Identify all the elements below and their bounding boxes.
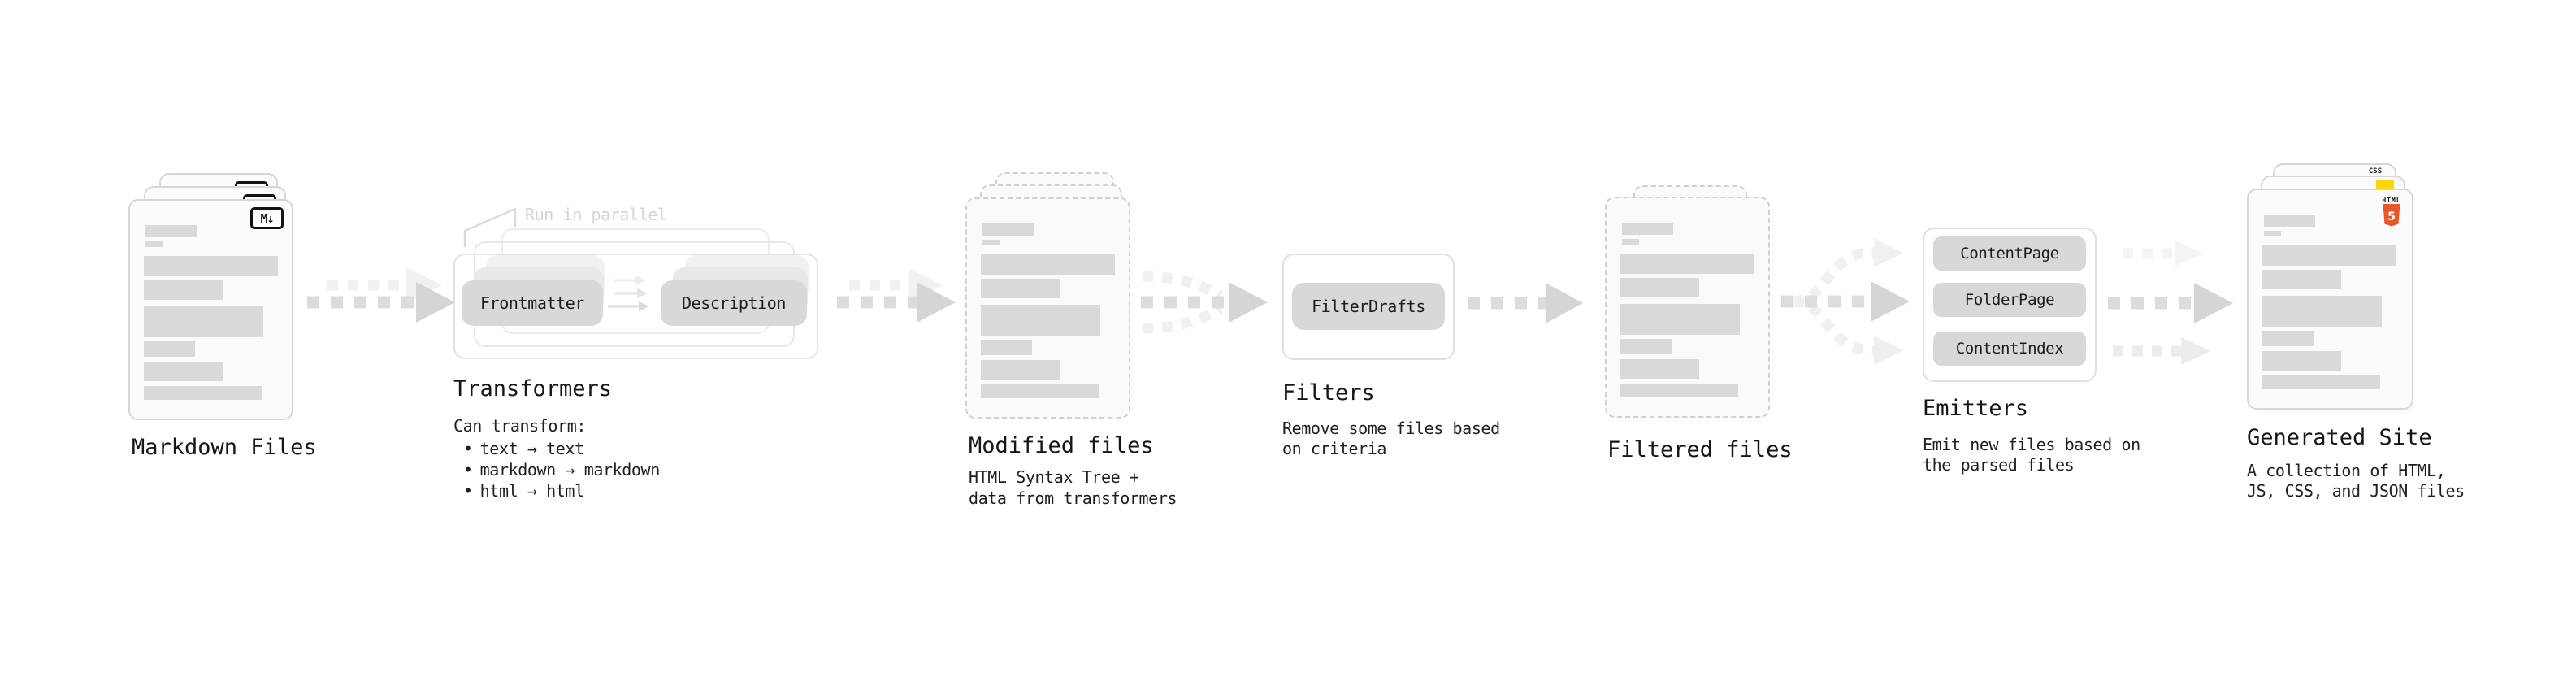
- bullet-glyph: •: [463, 460, 473, 479]
- arrowhead: [917, 282, 956, 323]
- css-icon-text: CSS: [2368, 167, 2383, 176]
- text-line-bar: [981, 279, 1060, 298]
- stage-emitters: ContentPage FolderPage ContentIndex Emit…: [1923, 228, 2231, 488]
- html5-icon: HTML 5: [2381, 197, 2402, 230]
- stage-title-emitters: Emitters: [1923, 396, 2029, 421]
- text-line-bar: [145, 241, 163, 247]
- text-line-bar: [981, 384, 1099, 398]
- text-line-bar: [144, 341, 195, 357]
- markdown-icon: M↓: [250, 207, 284, 229]
- html5-shield-shape: [2383, 204, 2400, 227]
- contentindex-pill: ContentIndex: [1933, 332, 2086, 366]
- run-in-parallel-label: Run in parallel: [525, 205, 667, 224]
- doc-placeholder-bars: [2249, 190, 2412, 408]
- js-icon: [2376, 180, 2394, 189]
- stage-filters: FilterDrafts Filters Remove some files b…: [1282, 254, 1591, 481]
- bullet-glyph: •: [463, 481, 473, 501]
- frontmatter-pill: Frontmatter: [462, 280, 603, 326]
- stage-modified-files: Modified files HTML Syntax Tree + data f…: [965, 172, 1290, 514]
- html5-shield: 5: [2383, 204, 2400, 227]
- ghost-arrowhead: [1874, 336, 1903, 365]
- transformers-desc-heading: Can transform:: [453, 416, 586, 436]
- stage-title-modified-files: Modified files: [969, 433, 1154, 458]
- filtered-file-card-front: [1605, 197, 1770, 418]
- generated-desc-line: JS, CSS, and JSON files: [2247, 481, 2465, 501]
- text-line-bar: [144, 362, 223, 381]
- bullet-glyph: •: [463, 439, 473, 458]
- transformers-bullet: • text → text: [453, 439, 584, 458]
- text-line-bar: [981, 305, 1100, 336]
- transformers-bullet: • markdown → markdown: [453, 460, 660, 479]
- ghost-arrowhead: [909, 268, 943, 302]
- text-line-bar: [1620, 339, 1672, 354]
- stage-title-markdown-files: Markdown Files: [132, 435, 317, 460]
- text-line-bar: [1620, 254, 1754, 274]
- stage-generated-site: CSS HTML 5: [2247, 161, 2572, 518]
- description-pill: Description: [661, 280, 807, 326]
- text-line-bar: [1622, 239, 1639, 245]
- text-line-bar: [981, 340, 1032, 355]
- text-line-bar: [2264, 215, 2315, 227]
- modified-file-card-front: [965, 197, 1130, 419]
- text-line-bar: [2264, 231, 2281, 236]
- ghost-arrowhead: [1874, 238, 1903, 267]
- filterdrafts-pill: FilterDrafts: [1292, 283, 1445, 330]
- stage-filtered-files: Filtered files: [1605, 185, 1849, 494]
- text-line-bar: [2262, 270, 2341, 289]
- text-line-bar: [2262, 375, 2380, 389]
- text-line-bar: [144, 306, 263, 337]
- doc-placeholder-bars: [967, 199, 1129, 417]
- generated-desc-line: A collection of HTML,: [2247, 461, 2446, 480]
- emitters-desc-line: the parsed files: [1923, 455, 2075, 475]
- contentpage-pill: ContentPage: [1933, 236, 2086, 271]
- text-line-bar: [1620, 304, 1740, 335]
- flow-arrow-transformers-to-modified: [837, 268, 956, 323]
- html5-icon-text: HTML: [2382, 197, 2401, 204]
- text-line-bar: [2262, 245, 2396, 266]
- folderpage-pill: FolderPage: [1933, 283, 2086, 317]
- emitters-desc-line: Emit new files based on: [1923, 435, 2140, 454]
- text-line-bar: [1622, 223, 1673, 235]
- text-line-bar: [1620, 359, 1699, 379]
- markdown-file-card-front: M↓: [128, 199, 293, 420]
- text-line-bar: [1620, 384, 1738, 397]
- text-line-bar: [144, 386, 262, 400]
- stage-title-filtered-files: Filtered files: [1607, 437, 1793, 462]
- arrowhead: [1871, 281, 1910, 322]
- filters-desc-line: on criteria: [1282, 439, 1387, 458]
- text-line-bar: [982, 240, 1000, 245]
- text-line-bar: [144, 256, 278, 276]
- doc-placeholder-bars: [1607, 198, 1768, 416]
- text-line-bar: [2262, 331, 2314, 346]
- bullet-text: markdown → markdown: [479, 460, 661, 479]
- doc-placeholder-bars: [130, 201, 292, 419]
- html5-shield-number: 5: [2387, 210, 2396, 223]
- bullet-text: text → text: [479, 439, 584, 458]
- text-line-bar: [981, 360, 1060, 380]
- text-line-bar: [144, 280, 223, 300]
- stage-title-filters: Filters: [1282, 380, 1375, 406]
- text-line-bar: [981, 254, 1115, 275]
- stage-title-generated-site: Generated Site: [2247, 425, 2432, 450]
- stage-markdown-files: M↓ M↓ M↓ Markdown Files: [128, 173, 453, 514]
- bullet-text: html → html: [479, 481, 584, 501]
- markdown-icon-text: M↓: [260, 210, 274, 226]
- stage-transformers: Run in parallel Frontmatter Description …: [453, 205, 827, 514]
- modified-desc-line: data from transformers: [969, 488, 1177, 508]
- stage-title-transformers: Transformers: [453, 376, 613, 401]
- html-file-card: HTML 5: [2247, 189, 2413, 410]
- transformers-bullet: • html → html: [453, 481, 584, 501]
- filters-desc-line: Remove some files based: [1282, 419, 1500, 438]
- text-line-bar: [982, 223, 1034, 236]
- modified-desc-line: HTML Syntax Tree +: [969, 467, 1139, 487]
- text-line-bar: [1620, 278, 1699, 297]
- text-line-bar: [2262, 351, 2341, 371]
- text-line-bar: [2262, 296, 2382, 327]
- text-line-bar: [145, 225, 197, 237]
